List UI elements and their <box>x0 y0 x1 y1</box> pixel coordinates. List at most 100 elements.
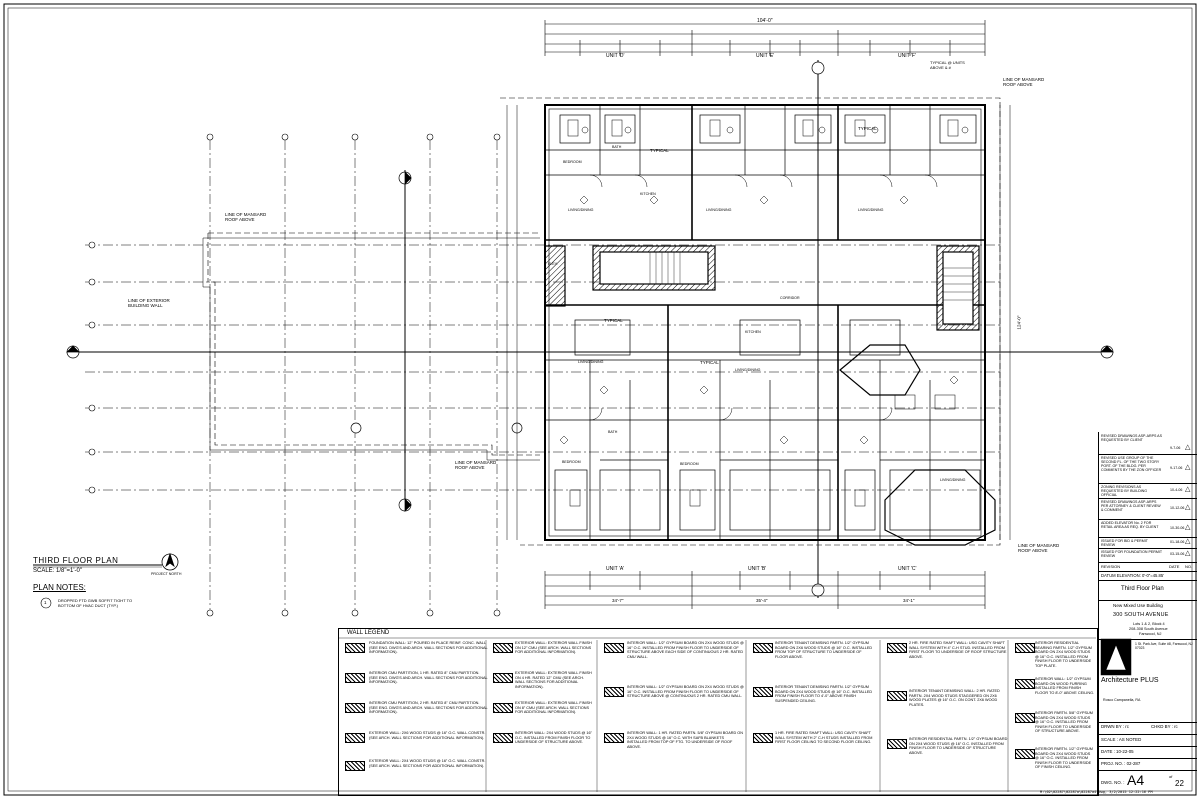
room-label: LIVING/DINING <box>858 208 884 212</box>
wall-hatch-icon <box>345 703 365 713</box>
wall-hatch-icon <box>345 643 365 653</box>
no-header: NO. <box>1185 564 1193 569</box>
wall-hatch-icon <box>1015 713 1035 723</box>
side-dim: 124'-0" <box>1016 315 1022 330</box>
room-label: KITCHEN <box>745 330 761 334</box>
exterior-wall-line <box>202 237 540 461</box>
unit-label-b: UNIT 'B' <box>748 566 767 572</box>
door-swings <box>589 174 938 421</box>
footer-file-path: M:\02\02287\02287a\02287a4.dwg, 3/2/2015… <box>1040 790 1153 794</box>
room-label: KITCHEN <box>640 192 656 196</box>
legend-item: EXTERIOR WALL: EXTERIOR WALL FINISH ON 1… <box>515 641 592 655</box>
legend-item: INTERIOR WALL: 1/2" GYPSUM BOARD ON WOOD… <box>1035 677 1095 695</box>
wall-hatch-icon <box>1015 749 1035 759</box>
title-underline <box>33 564 162 568</box>
room-label: TYPICAL <box>858 126 877 131</box>
room-label: TYPICAL <box>604 318 623 323</box>
north-arrow <box>161 552 179 571</box>
unit-label-f: UNIT 'F' <box>898 53 916 59</box>
revision-date: 03-15-06 <box>1170 552 1185 556</box>
date-value: DATE : 10-22-05 <box>1101 749 1134 754</box>
wall-hatch-icon <box>887 691 907 701</box>
plan-note-text: DROPPED FTD GWB SOFFIT TIGHT TO BOTTOM O… <box>58 598 133 608</box>
sheet-of: of <box>1169 774 1173 779</box>
dwg-number: A4 <box>1127 772 1145 788</box>
wall-hatch-icon <box>493 643 513 653</box>
wall-hatch-icon <box>887 643 907 653</box>
firm-address: 1 St. Park Ave, Suite #8, Fanwood, NJ 07… <box>1135 642 1193 650</box>
legend-item: FOUNDATION WALL: 12" POURED IN PLACE REI… <box>369 641 488 655</box>
room-label: BEDROOM <box>562 460 581 464</box>
room-label: BEDROOM <box>563 160 582 164</box>
building-outline <box>544 104 986 541</box>
wall-hatch-icon <box>604 687 624 697</box>
room-label: LIVING/DINING <box>568 208 594 212</box>
revision-date: 01-18-06 <box>1170 540 1185 544</box>
wall-hatch-icon <box>493 733 513 743</box>
legend-item: EXTERIOR WALL: 2X6 WOOD STUDS @ 16" O.C.… <box>369 731 486 740</box>
legend-item: INTERIOR PARTN. 5/8" GYPSUM BOARD ON 2X4… <box>1035 711 1093 734</box>
unit-label-e: UNIT 'E' <box>756 53 775 59</box>
plan-notes-title: PLAN NOTES: <box>33 583 86 592</box>
project-lots: Lots 1 & 2, Block 4 <box>1133 622 1165 626</box>
revision-text: ZONING REVISIONS AS REQUESTED BY BUILDIN… <box>1101 485 1148 497</box>
wall-hatch-icon <box>493 703 513 713</box>
grid-bubbles <box>88 133 501 617</box>
revision-text: ISSUED FOR FOUNDATION PERMIT REVIEW <box>1101 550 1162 558</box>
legend-item: EXTERIOR WALL: 2X4 WOOD STUDS @ 16" O.C.… <box>369 759 486 768</box>
interior-partitions <box>545 105 985 540</box>
room-label: ELEV. <box>548 262 558 266</box>
architect-name: Rosco Campanella, RA <box>1103 698 1141 702</box>
legend-item: INTERIOR RESIDENTIAL PARTN. 1/2" GYPSUM … <box>909 737 1008 755</box>
legend-item: INTERIOR RESIDENTIAL BEARING PARTN. 1/2"… <box>1035 641 1092 668</box>
bottom-dim-2: 35'-4" <box>756 598 768 603</box>
annotation-roof-lower-right: LINE OF MANSARD ROOF ABOVE <box>1018 543 1060 553</box>
fixtures <box>567 119 969 507</box>
sheet-total: 22 <box>1175 779 1184 788</box>
revision-triangle-icon: △ <box>1185 444 1191 451</box>
room-label: TYPICAL <box>700 360 719 365</box>
dimension-lines <box>506 23 1011 606</box>
legend-item: INTERIOR WALL: 1/2" GYPSUM BOARD ON 2X4 … <box>627 641 744 659</box>
wall-legend: WALL LEGEND FOUNDATION WALL: 12" POURED … <box>338 628 1098 796</box>
note-bubble <box>40 597 52 609</box>
firm-logo <box>1100 638 1132 676</box>
wall-hatch-icon <box>753 643 773 653</box>
firm-name: Architecture PLUS <box>1101 677 1159 684</box>
room-label: BEDROOM <box>680 462 699 466</box>
legend-item: EXTERIOR WALL: EXTERIOR WALL FINISH ON 4… <box>515 671 592 689</box>
project-type: New Mixed Use Building <box>1113 603 1163 608</box>
legend-item: INTERIOR CMU PARTITION, 2 HR. RATED 8" C… <box>369 701 488 715</box>
date-header: DATE <box>1169 564 1180 569</box>
revision-date: 10-4-06 <box>1170 488 1183 492</box>
legend-item: EXTERIOR WALL: EXTERIOR WALL FINISH ON 8… <box>515 701 592 715</box>
unit-label-a: UNIT 'A' <box>606 566 625 572</box>
legend-item: INTERIOR TENANT DEMISING WALL: 2 HR. RAT… <box>909 689 1000 707</box>
drawing-title: Third Floor Plan <box>1121 586 1164 592</box>
plan-note-number: 1 <box>44 600 47 605</box>
legend-item: INTERIOR TENANT DEMISING PARTN. 1/2" GYP… <box>775 685 873 703</box>
wall-hatch-icon <box>1015 643 1035 653</box>
sheet-title: THIRD FLOOR PLAN <box>33 556 119 565</box>
revision-triangle-icon: △ <box>1185 504 1191 511</box>
dwg-no-label: DWG. NO. : <box>1101 780 1125 785</box>
revision-date: 10-30-06 <box>1170 526 1185 530</box>
legend-item: INTERIOR CMU PARTITION, 1 HR. RATED 8" C… <box>369 671 488 685</box>
revision-date: 10-12-06 <box>1170 506 1185 510</box>
legend-item: INTERIOR TENANT DEMISING PARTN. 1/2" GYP… <box>775 641 873 659</box>
room-label: LIVING/DINING <box>706 208 732 212</box>
revision-text: ADDED ELEVATOR No. 2 FOR RETAIL AREA AS … <box>1101 521 1159 529</box>
wall-hatch-icon <box>345 733 365 743</box>
annotation-roof-lower-left: LINE OF MANSARD ROOF ABOVE <box>455 460 497 470</box>
legend-item: INTERIOR WALL: 2X4 WOOD STUDS @ 16" O.C.… <box>515 731 593 745</box>
room-label: CORRIDOR <box>780 296 800 300</box>
project-street: 208-308 South Avenue <box>1129 627 1168 631</box>
sheet-scale: SCALE: 1/8"=1'-0" <box>33 568 82 574</box>
revision-text: ISSUED FOR BID & PERMIT REVIEW <box>1101 539 1148 547</box>
legend-columns <box>338 637 1096 792</box>
drawn-by: DRWN BY : rc <box>1101 724 1129 729</box>
typical-note: TYPICAL @ UNITS ABOVE & # <box>930 60 965 70</box>
stair-treads <box>649 252 973 301</box>
revision-text: REVISED DRAWINGS ASP-ARPS AS REQUESTED B… <box>1101 434 1162 442</box>
annotation-roof-upper-right: LINE OF MANSARD ROOF ABOVE <box>1003 77 1045 87</box>
